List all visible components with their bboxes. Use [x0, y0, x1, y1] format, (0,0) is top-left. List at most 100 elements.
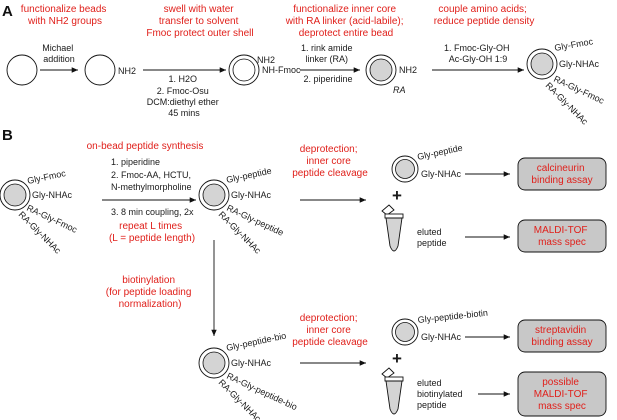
caption-line: inner core: [306, 156, 351, 167]
bead-label: Gly-Fmoc: [26, 168, 67, 186]
caption-line: inner core: [306, 325, 351, 336]
bead-label: Gly-peptide: [225, 166, 272, 185]
caption-cleavage: deprotection; inner core peptide cleavag…: [292, 313, 368, 348]
label-line: eluted: [417, 227, 442, 237]
step-line: DCM:diethyl ether: [147, 97, 219, 107]
step-line: N-methylmorpholine: [111, 182, 192, 192]
eluted-biotinylated-label: eluted biotinylated peptide: [417, 378, 465, 410]
panel-a-label: A: [2, 3, 13, 20]
caption-functionalize-beads: functionalize beads with NH2 groups: [21, 4, 109, 27]
cleaved-bead-core: [395, 159, 415, 179]
possible-maldi-label: possible MALDI-TOF mass spec: [534, 377, 591, 412]
label-line: peptide: [417, 400, 447, 410]
calcineurin-assay-label: calcineurin binding assay: [531, 163, 592, 186]
caption-line: transfer to solvent: [159, 16, 239, 27]
step-line: 1. Fmoc-Gly-OH: [444, 43, 510, 53]
bead-label: Gly-NHAc: [559, 59, 599, 69]
bead-nhfmoc-label: NH-Fmoc: [262, 65, 301, 75]
caption-on-bead-synthesis: on-bead peptide synthesis: [87, 141, 204, 152]
caption-repeat: repeat L times (L = peptide length): [109, 221, 195, 244]
bead-label: Gly-NHAc: [421, 332, 461, 342]
caption-line: Fmoc protect outer shell: [146, 28, 253, 39]
step-line: addition: [43, 54, 75, 64]
caption-line: with NH2 groups: [27, 16, 102, 27]
caption-cleavage: deprotection; inner core peptide cleavag…: [292, 144, 368, 179]
caption-line: peptide cleavage: [292, 337, 368, 348]
label-line: biotinylated: [417, 389, 463, 399]
step-synthesis: 1. piperidine 2. Fmoc-AA, HCTU, N-methyl…: [111, 157, 194, 217]
step-line: 1. H2O: [168, 74, 197, 84]
start-bead-core: [3, 183, 27, 207]
caption-line: functionalize beads: [21, 4, 107, 15]
box-line: mass spec: [538, 237, 586, 248]
bead-ra-label: RA: [393, 85, 406, 95]
eluted-peptide-label: eluted peptide: [417, 227, 447, 248]
amine-bead: [84, 54, 116, 86]
streptavidin-assay-label: streptavidin binding assay: [531, 325, 592, 348]
cleaved-bead-core: [395, 322, 415, 342]
label-line: eluted: [417, 378, 442, 388]
plus-sign: +: [392, 349, 402, 368]
bead-nh2-label: NH2: [399, 65, 417, 75]
plain-bead: [6, 54, 38, 86]
step-line: 2. Fmoc-Osu: [157, 86, 209, 96]
caption-line: with RA linker (acid-labile);: [285, 16, 404, 27]
bead-label: Gly-peptide-biotin: [417, 308, 488, 325]
box-line: streptavidin: [535, 325, 586, 336]
step-line: 2. Fmoc-AA, HCTU,: [111, 170, 191, 180]
box-line: binding assay: [531, 337, 592, 348]
bead-nh2-label: NH2: [257, 55, 275, 65]
step-line: 1. rink amide: [301, 43, 353, 53]
box-line: MALDI-TOF: [534, 389, 588, 400]
maldi-label: MALDI-TOF mass spec: [534, 225, 591, 248]
assay-box-maldi: [517, 219, 607, 253]
caption-line: (for peptide loading: [106, 287, 192, 298]
caption-line: repeat L times: [119, 221, 182, 232]
caption-line: normalization): [119, 299, 182, 310]
panel-b-label: B: [2, 127, 13, 144]
biotin-bead-core: [202, 351, 226, 375]
caption-inner-core: functionalize inner core with RA linker …: [285, 4, 407, 39]
bead-nh2-label: NH2: [118, 66, 136, 76]
step-line: 45 mins: [168, 108, 200, 118]
shell-bead-inner: [232, 58, 256, 82]
caption-couple-amino: couple amino acids; reduce peptide densi…: [434, 4, 535, 27]
caption-biotinylation: biotinylation (for peptide loading norma…: [106, 275, 194, 310]
caption-line: peptide cleavage: [292, 168, 368, 179]
box-line: mass spec: [538, 401, 586, 412]
caption-line: deprotect entire bead: [299, 28, 394, 39]
caption-line: deprotection;: [300, 144, 358, 155]
step-line: Michael: [42, 43, 73, 53]
caption-swell-water: swell with water transfer to solvent Fmo…: [146, 4, 253, 39]
rink-bead-core: [369, 58, 393, 82]
bead-label: Gly-NHAc: [421, 169, 461, 179]
label-line: peptide: [417, 238, 447, 248]
eppendorf-tube-icon: [381, 367, 404, 415]
step-line: Ac-Gly-OH 1:9: [449, 54, 508, 64]
step-couple-gly: 1. Fmoc-Gly-OH Ac-Gly-OH 1:9: [444, 43, 512, 64]
caption-line: deprotection;: [300, 313, 358, 324]
plus-sign: +: [392, 186, 402, 205]
assay-box-calcineurin: [517, 157, 607, 191]
step-line: 3. 8 min coupling, 2x: [111, 207, 194, 217]
box-line: binding assay: [531, 175, 592, 186]
assay-box-possible-maldi: [517, 371, 607, 417]
step-line: 1. piperidine: [111, 157, 160, 167]
caption-line: couple amino acids;: [438, 4, 526, 15]
box-line: possible: [542, 377, 579, 388]
caption-line: biotinylation: [122, 275, 175, 286]
bead-label: Gly-NHAc: [231, 358, 271, 368]
step-line: linker (RA): [305, 54, 348, 64]
caption-line: swell with water: [164, 4, 235, 15]
bead-label: Gly-NHAc: [32, 190, 72, 200]
step-line: 2. piperidine: [303, 74, 352, 84]
box-line: MALDI-TOF: [534, 225, 588, 236]
assay-box-streptavidin: [517, 319, 607, 353]
step-fmoc-protect: 1. H2O 2. Fmoc-Osu DCM:diethyl ether 45 …: [147, 74, 222, 118]
caption-line: reduce peptide density: [434, 16, 535, 27]
bead-label: Gly-Fmoc: [554, 36, 595, 53]
peptide-bead-core: [202, 183, 226, 207]
step-michael-addition: Michael addition: [42, 43, 76, 64]
box-line: calcineurin: [537, 163, 585, 174]
bead-label: Gly-NHAc: [231, 190, 271, 200]
